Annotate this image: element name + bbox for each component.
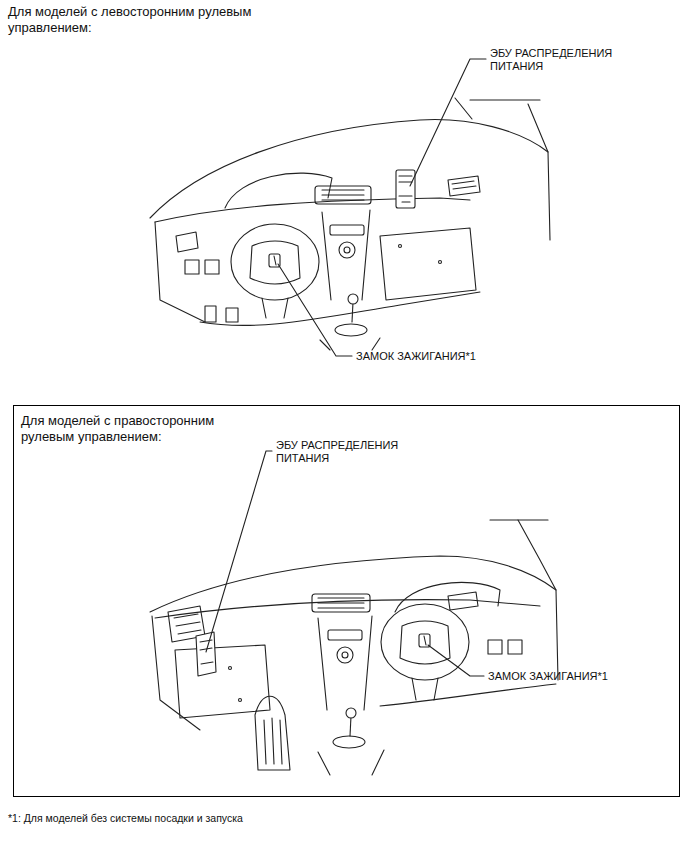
part-name: ЭБУ РАСПРЕДЕЛЕНИЯ ПИТАНИЯ [276,439,416,465]
section-heading: Для моделей с правосторонним рулевым упр… [21,413,241,446]
region-frame: Для моделей с правосторонним рулевым упр… [13,405,680,797]
part-name: ЗАМОК ЗАЖИГАНИЯ*1 [488,670,608,683]
lhd-dashboard [150,98,550,350]
leader-lines [206,59,486,676]
section-heading: Для моделей с левосторонним рулевым упра… [8,4,273,35]
rhd-dashboard [150,520,558,775]
footnote: *1: Для моделей без системы посадки и за… [8,812,243,825]
part-name: ЭБУ РАСПРЕДЕЛЕНИЯ ПИТАНИЯ [490,47,630,73]
part-name: ЗАМОК ЗАЖИГАНИЯ*1 [356,350,476,363]
